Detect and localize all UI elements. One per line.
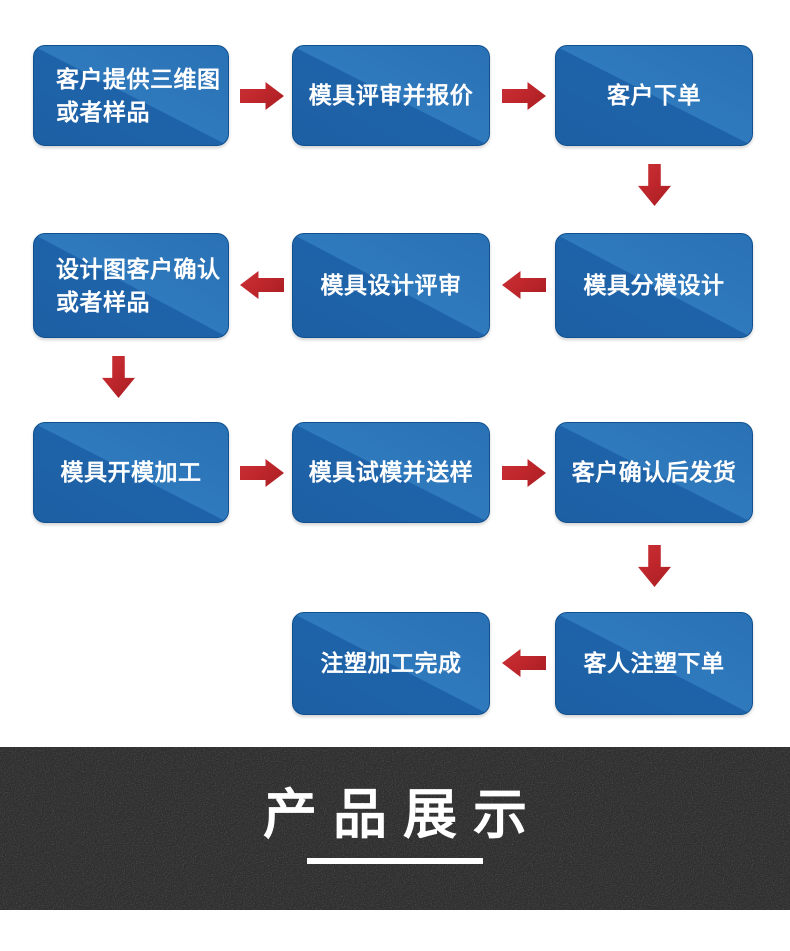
arrow-right-icon	[240, 82, 284, 110]
arrow-left-icon	[502, 271, 546, 299]
product-display-banner: 产品展示	[0, 747, 790, 910]
flow-step-label: 模具设计评审	[320, 272, 462, 298]
flow-step-label: 设计图客户确认	[56, 255, 221, 282]
flow-step-label: 注塑加工完成	[320, 650, 462, 676]
flow-step-label: 客户下单	[607, 82, 701, 108]
arrow-right-icon	[502, 459, 546, 487]
arrow-right-icon	[240, 459, 284, 487]
flow-step-mold-design-review: 模具设计评审	[292, 233, 490, 338]
arrow-left-icon	[240, 271, 284, 299]
flow-step-label: 或者样品	[56, 98, 150, 125]
banner-title: 产品展示	[263, 785, 543, 845]
flow-step-mold-machining: 模具开模加工	[33, 422, 229, 523]
flow-step-label: 模具开模加工	[60, 459, 202, 485]
flow-step-mold-parting-design: 模具分模设计	[555, 233, 753, 338]
flow-step-mold-review-quote: 模具评审并报价	[292, 45, 490, 146]
flow-step-label: 模具试模并送样	[308, 459, 474, 485]
flow-step-customer-order: 客户下单	[555, 45, 753, 146]
flow-step-injection-complete: 注塑加工完成	[292, 612, 490, 715]
flow-step-mold-trial-sample: 模具试模并送样	[292, 422, 490, 523]
flow-step-label: 模具分模设计	[583, 272, 725, 298]
arrow-down-icon	[102, 356, 135, 398]
arrow-left-icon	[502, 649, 546, 677]
flow-step-label: 客人注塑下单	[583, 650, 725, 676]
flow-step-confirm-ship: 客户确认后发货	[555, 422, 753, 523]
arrow-down-icon	[638, 545, 671, 587]
banner-underline	[307, 857, 483, 864]
arrow-down-icon	[638, 164, 671, 206]
production-flowchart: 客户提供三维图 或者样品 模具评审并报价 客户下单 设计图客户确认 或者样品 模…	[33, 45, 753, 715]
flow-step-label: 客户提供三维图	[56, 65, 221, 92]
flow-step-label: 客户确认后发货	[571, 459, 737, 485]
flow-step-label: 模具评审并报价	[308, 82, 474, 108]
flow-step-customer-3d-drawing: 客户提供三维图 或者样品	[33, 45, 229, 146]
flow-step-label: 或者样品	[56, 288, 150, 315]
flow-step-injection-order: 客人注塑下单	[555, 612, 753, 715]
arrow-right-icon	[502, 82, 546, 110]
flow-step-design-confirm: 设计图客户确认 或者样品	[33, 233, 229, 338]
